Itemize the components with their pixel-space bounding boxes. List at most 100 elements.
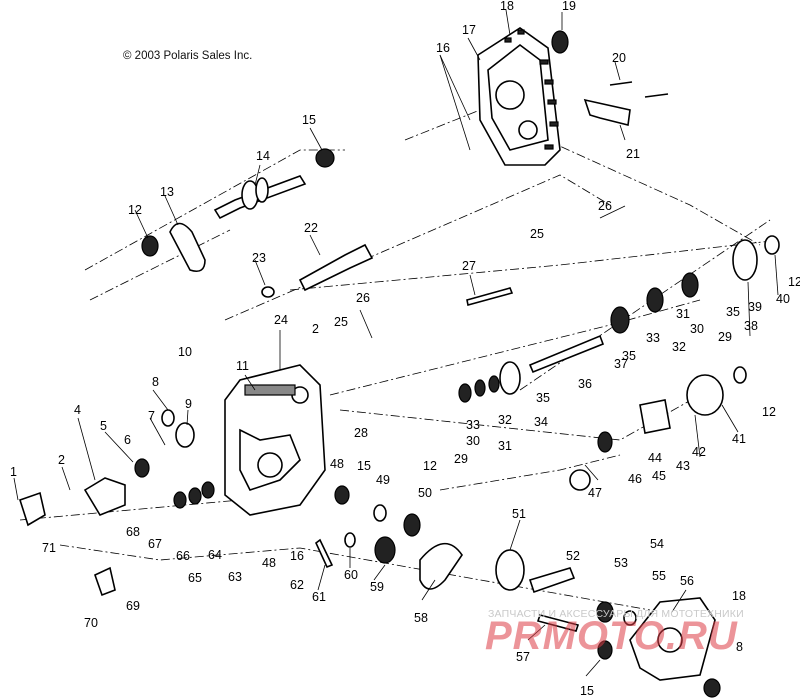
callout-56: 56	[680, 574, 694, 588]
callout-22: 22	[304, 221, 318, 235]
callout-71: 71	[42, 541, 56, 555]
callout-51: 51	[512, 507, 526, 521]
leader-lines	[13, 9, 779, 677]
callout-35: 35	[726, 305, 740, 319]
callout-28: 28	[354, 426, 368, 440]
part-main-housing	[224, 364, 326, 516]
callout-55: 55	[652, 569, 666, 583]
callout-57: 57	[516, 650, 530, 664]
part-shaft-36	[458, 334, 605, 403]
callout-16: 16	[436, 41, 450, 55]
part-left-cluster	[19, 409, 215, 597]
callout-53: 53	[614, 556, 628, 570]
callout-15: 15	[302, 113, 316, 127]
callout-23: 23	[252, 251, 266, 265]
callout-52: 52	[566, 549, 580, 563]
callout-20: 20	[612, 51, 626, 65]
copyright-text: © 2003 Polaris Sales Inc.	[123, 50, 253, 62]
callout-30: 30	[466, 434, 480, 448]
callout-64: 64	[208, 548, 222, 562]
watermark-tagline: ЗАПЧАСТИ И АКСЕССУАРЫ ДЛЯ МОТОТЕХНИКИ	[488, 608, 744, 620]
callout-9: 9	[185, 397, 192, 411]
callout-1: 1	[10, 465, 17, 479]
callout-32: 32	[672, 340, 686, 354]
callout-26: 26	[598, 199, 612, 213]
callout-54: 54	[650, 537, 664, 551]
callout-29: 29	[454, 452, 468, 466]
callout-63: 63	[228, 570, 242, 584]
callout-12: 12	[762, 405, 776, 419]
callout-25: 25	[530, 227, 544, 241]
callout-29: 29	[718, 330, 732, 344]
callout-18: 18	[500, 0, 514, 13]
callout-15: 15	[357, 459, 371, 473]
part-shaft-14	[213, 148, 335, 220]
callout-8: 8	[152, 375, 159, 389]
callout-59: 59	[370, 580, 384, 594]
callout-68: 68	[126, 525, 140, 539]
callout-33: 33	[646, 331, 660, 345]
callout-12: 12	[423, 459, 437, 473]
callout-70: 70	[84, 616, 98, 630]
callout-16: 16	[290, 549, 304, 563]
callout-27: 27	[462, 259, 476, 273]
callout-21: 21	[626, 147, 640, 161]
callout-25: 25	[334, 315, 348, 329]
callout-7: 7	[148, 409, 155, 423]
callout-65: 65	[188, 571, 202, 585]
callout-32: 32	[498, 413, 512, 427]
callout-4: 4	[74, 403, 81, 417]
callout-11: 11	[236, 359, 249, 373]
callout-37: 37	[614, 357, 628, 371]
callout-45: 45	[652, 469, 666, 483]
part-shaft-27	[466, 287, 514, 306]
callout-12: 12	[128, 203, 142, 217]
callout-31: 31	[498, 439, 512, 453]
callout-66: 66	[176, 549, 190, 563]
callout-24: 24	[274, 313, 288, 327]
callout-41: 41	[732, 432, 746, 446]
callout-31: 31	[676, 307, 690, 321]
callout-69: 69	[126, 599, 140, 613]
callout-5: 5	[100, 419, 107, 433]
callout-26: 26	[356, 291, 370, 305]
callout-6: 6	[124, 433, 131, 447]
callout-58: 58	[414, 611, 428, 625]
callout-61: 61	[312, 590, 326, 604]
callout-18: 18	[732, 589, 746, 603]
callout-19: 19	[562, 0, 576, 13]
callout-labels: 1224567891011121212121314151515161617181…	[10, 0, 800, 698]
callout-43: 43	[676, 459, 690, 473]
callout-47: 47	[588, 486, 602, 500]
callout-34: 34	[534, 415, 548, 429]
callout-8: 8	[736, 640, 743, 654]
callout-12: 12	[788, 275, 800, 289]
callout-13: 13	[160, 185, 174, 199]
callout-50: 50	[418, 486, 432, 500]
callout-2: 2	[58, 453, 65, 467]
watermark-logo: PRMOTO.RU	[485, 614, 738, 658]
callout-17: 17	[462, 23, 476, 37]
callout-60: 60	[344, 568, 358, 582]
part-bracket	[583, 81, 669, 126]
callout-48: 48	[262, 556, 276, 570]
callout-35: 35	[622, 349, 636, 363]
callout-46: 46	[628, 472, 642, 486]
callout-38: 38	[744, 319, 758, 333]
callout-33: 33	[466, 418, 480, 432]
callout-42: 42	[692, 445, 706, 459]
callout-15: 15	[580, 684, 594, 698]
callout-39: 39	[748, 300, 762, 314]
callout-14: 14	[256, 149, 270, 163]
callout-2: 2	[312, 322, 319, 336]
callout-67: 67	[148, 537, 162, 551]
callout-40: 40	[776, 292, 790, 306]
callout-36: 36	[578, 377, 592, 391]
part-cover-top	[477, 27, 569, 166]
callout-10: 10	[178, 345, 192, 359]
part-shaft-22	[261, 243, 374, 298]
part-gear-stack	[610, 235, 780, 434]
callout-49: 49	[376, 473, 390, 487]
callout-44: 44	[648, 451, 662, 465]
